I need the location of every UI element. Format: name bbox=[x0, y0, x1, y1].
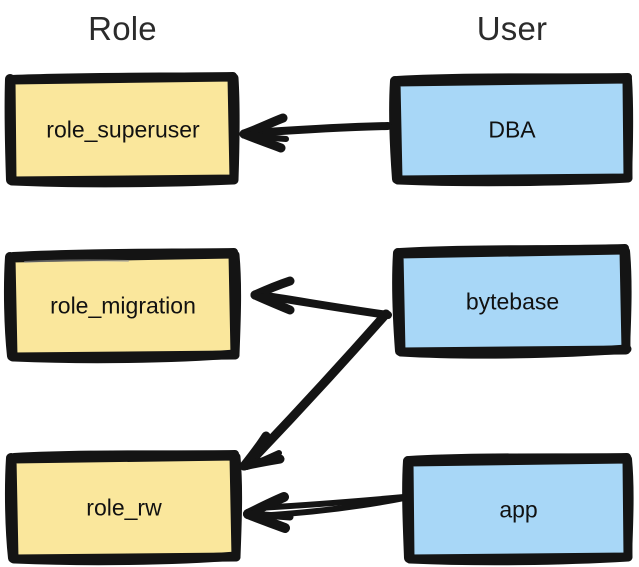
node-shape-dba bbox=[389, 73, 634, 187]
node-label-role-migration: role_migration bbox=[50, 292, 196, 319]
node-label-dba: DBA bbox=[488, 116, 536, 143]
node-role-migration[interactable]: role_migration bbox=[11, 255, 235, 357]
node-label-role-rw: role_rw bbox=[86, 494, 162, 521]
node-shape-role-migration bbox=[3, 248, 242, 364]
node-dba[interactable]: DBA bbox=[396, 80, 628, 180]
edge-bytebase-to-role-migration bbox=[250, 276, 392, 319]
node-shape-bytebase bbox=[392, 244, 632, 359]
edge-app-to-role-rw bbox=[243, 492, 407, 533]
node-shape-role-rw bbox=[4, 450, 243, 566]
edge-dba-to-role-superuser bbox=[239, 113, 392, 153]
edge-bytebase-to-role-rw bbox=[239, 309, 391, 471]
node-shape-app bbox=[402, 453, 634, 566]
node-role-superuser[interactable]: role_superuser bbox=[11, 78, 235, 181]
column-heading-role: Role bbox=[88, 10, 157, 47]
node-shape-role-superuser bbox=[4, 72, 240, 188]
node-label-bytebase: bytebase bbox=[465, 287, 560, 314]
node-app[interactable]: app bbox=[409, 460, 628, 559]
column-heading-user: User bbox=[476, 10, 548, 47]
node-role-rw[interactable]: role_rw bbox=[12, 457, 236, 559]
node-bytebase[interactable]: bytebase bbox=[399, 251, 626, 352]
node-label-role-superuser: role_superuser bbox=[46, 115, 200, 142]
node-label-app: app bbox=[499, 495, 538, 522]
